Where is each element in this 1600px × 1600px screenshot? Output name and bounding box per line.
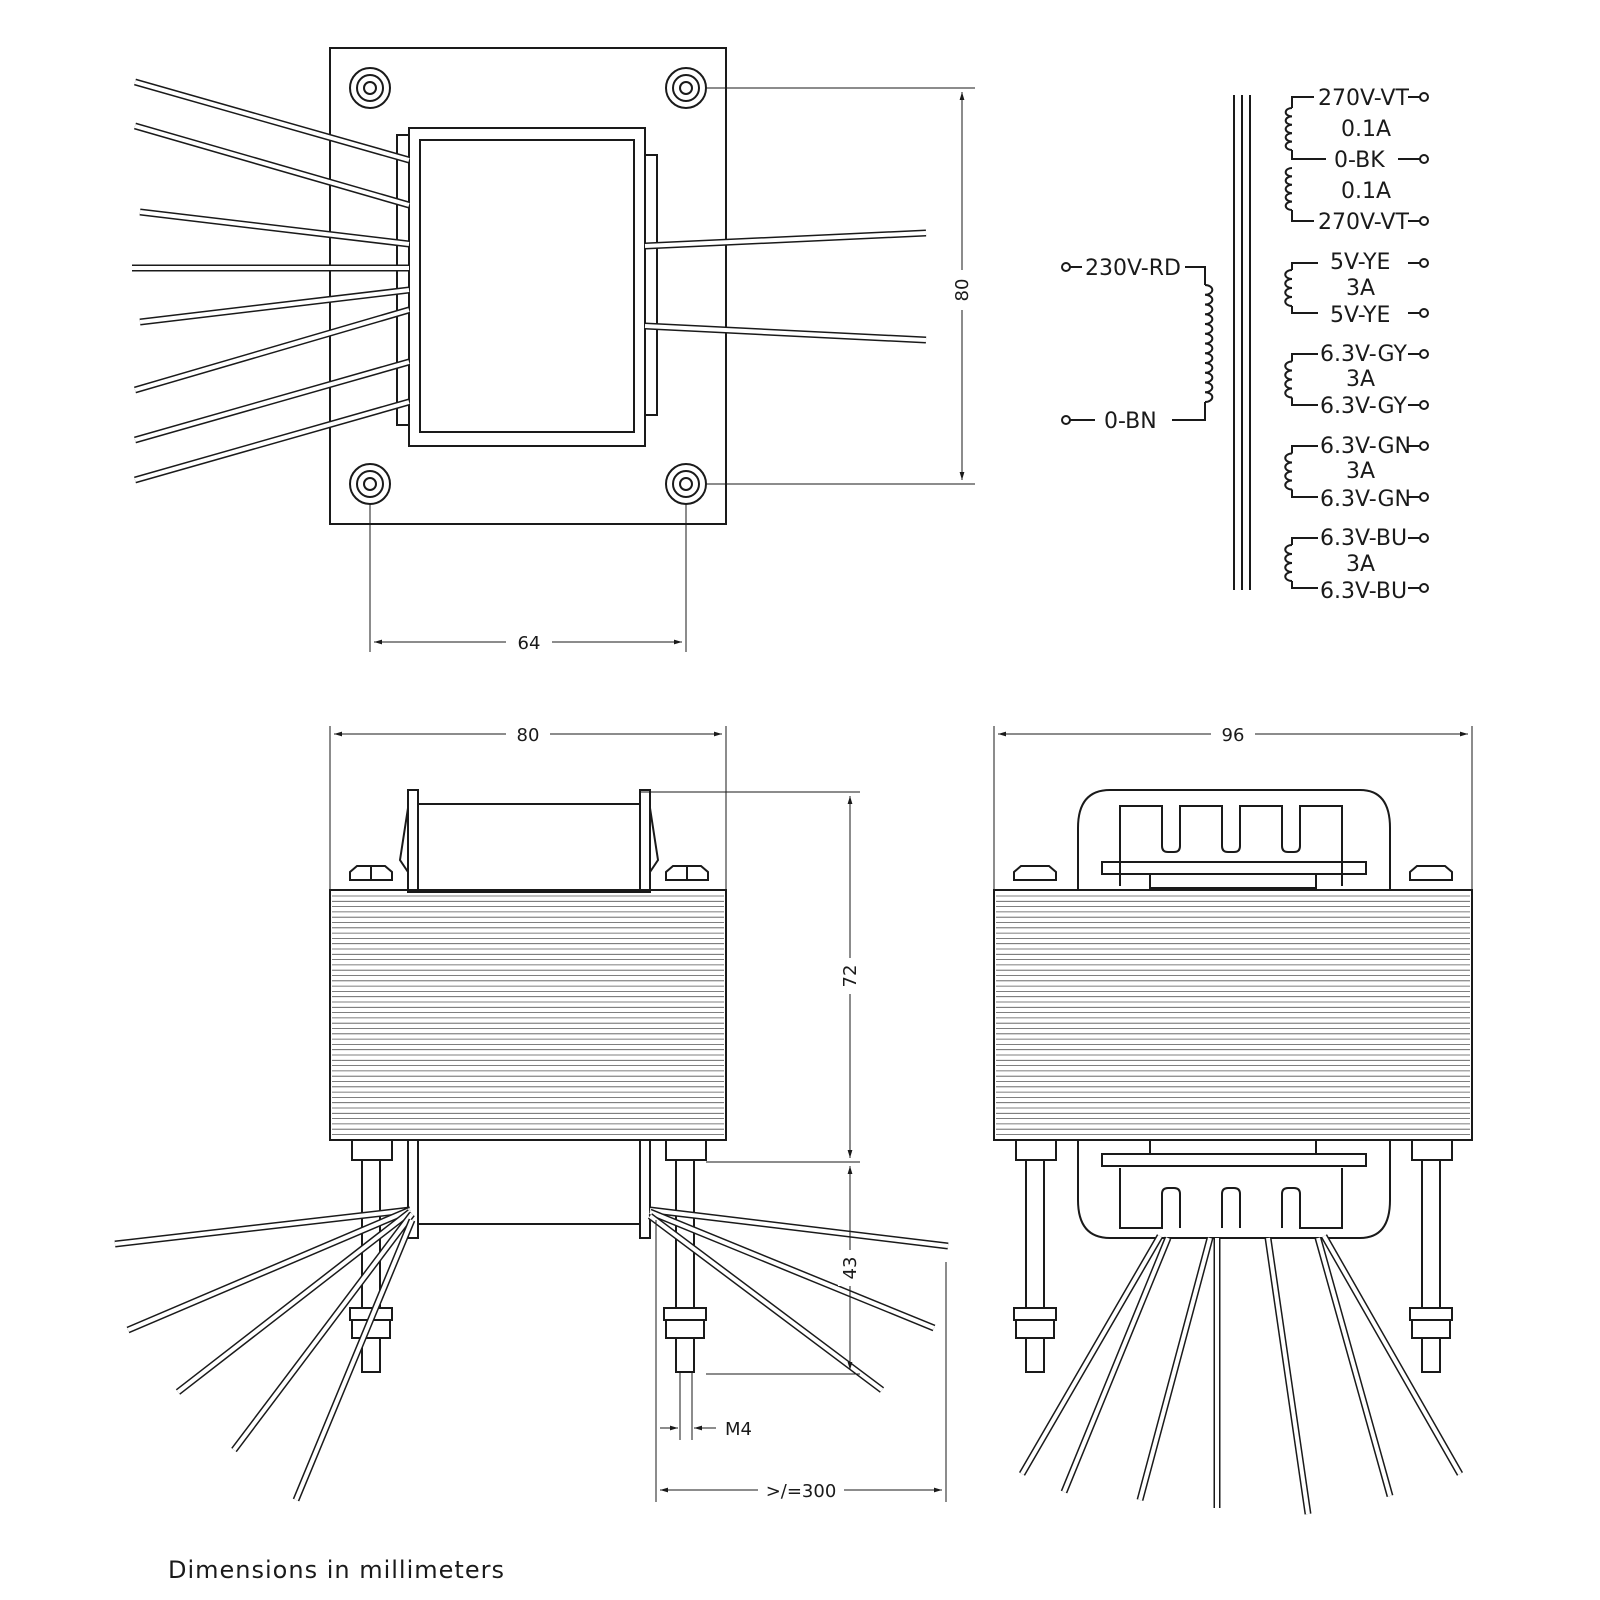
- w5-bottom: 5V-YE: [1330, 303, 1390, 328]
- front-laminations: [332, 895, 724, 1135]
- top-bobbin: [408, 127, 646, 447]
- wbu-bottom: 6.3V-BU: [1320, 579, 1407, 604]
- side-laminations: [996, 895, 1470, 1135]
- front-nut-tr: [665, 865, 709, 881]
- top-hole-bl: [349, 463, 391, 505]
- side-view: 96: [993, 722, 1473, 1515]
- top-leads-right: [644, 229, 927, 344]
- primary-top-label: 230V-RD: [1085, 256, 1181, 281]
- primary-coil: [1204, 284, 1214, 403]
- wgy-top: 6.3V-GY: [1320, 342, 1407, 367]
- top-leads-left: [132, 78, 410, 484]
- ht-coil: [1284, 107, 1293, 211]
- ht-current-bottom: 0.1A: [1341, 179, 1391, 204]
- side-leads: [1018, 1234, 1464, 1515]
- side-bell-bottom: [1077, 1140, 1391, 1239]
- side-stud-left: [1013, 1139, 1057, 1373]
- top-hole-tr: [665, 67, 707, 109]
- dim-side-width: 96: [1222, 725, 1245, 746]
- winding-6v3-gy: 6.3V-GY 3A 6.3V-GY: [1320, 342, 1407, 419]
- wgn-top: 6.3V-GN: [1320, 434, 1411, 459]
- wgy-bottom: 6.3V-GY: [1320, 394, 1407, 419]
- units-note: Dimensions in millimeters: [168, 1556, 505, 1584]
- side-bell-top: [1077, 789, 1391, 890]
- top-mounting-plate: [329, 47, 727, 525]
- top-hole-tl: [349, 67, 391, 109]
- lt-coils: [1284, 258, 1429, 593]
- top-bobbin-flange-right: [644, 154, 658, 416]
- ht-current-top: 0.1A: [1341, 117, 1391, 142]
- dim-lead-length: >/=300: [766, 1481, 837, 1502]
- winding-6v3-bu: 6.3V-BU 3A 6.3V-BU: [1320, 526, 1407, 604]
- top-hole-br: [665, 463, 707, 505]
- ht-bottom-label: 270V-VT: [1318, 210, 1409, 235]
- dim-stud-length: 43: [840, 1257, 861, 1280]
- winding-5v: 5V-YE 3A 5V-YE: [1330, 250, 1390, 328]
- front-bobbin-top: [417, 803, 641, 893]
- side-nut-tr: [1409, 865, 1453, 881]
- ht-tap-label: 0-BK: [1334, 148, 1385, 173]
- wbu-top: 6.3V-BU: [1320, 526, 1407, 551]
- wbu-current: 3A: [1346, 552, 1375, 577]
- winding-6v3-gn: 6.3V-GN 3A 6.3V-GN: [1320, 434, 1411, 512]
- front-view: 80: [114, 722, 949, 1502]
- ht-top-label: 270V-VT: [1318, 86, 1409, 111]
- front-leads: [114, 1206, 949, 1502]
- dim-top-height: 80: [952, 279, 973, 302]
- front-bobbin-bottom: [417, 1139, 641, 1225]
- wgy-current: 3A: [1346, 367, 1375, 392]
- dim-hole-spacing: 64: [518, 633, 541, 654]
- dim-front-width: 80: [517, 725, 540, 746]
- top-bobbin-flange-left: [396, 134, 410, 426]
- top-view: 80 64: [132, 47, 975, 654]
- primary-winding: 230V-RD 0-BN: [1061, 256, 1214, 434]
- ht-secondary: 270V-VT 0.1A 0-BK 0.1A 270V-VT: [1284, 86, 1429, 235]
- wgn-current: 3A: [1346, 459, 1375, 484]
- wgn-bottom: 6.3V-GN: [1320, 487, 1411, 512]
- side-nut-tl: [1013, 865, 1057, 881]
- side-stud-right: [1409, 1139, 1453, 1373]
- wiring-schematic: 230V-RD 0-BN 270V-VT 0.1A 0-BK 0.1A 270V…: [1061, 86, 1429, 604]
- dim-thread: M4: [725, 1419, 752, 1440]
- dim-front-height: 72: [840, 965, 861, 988]
- top-bobbin-inner: [419, 139, 635, 433]
- primary-bottom-label: 0-BN: [1104, 409, 1157, 434]
- front-nut-tl: [349, 865, 393, 881]
- w5-top: 5V-YE: [1330, 250, 1390, 275]
- w5-current: 3A: [1346, 276, 1375, 301]
